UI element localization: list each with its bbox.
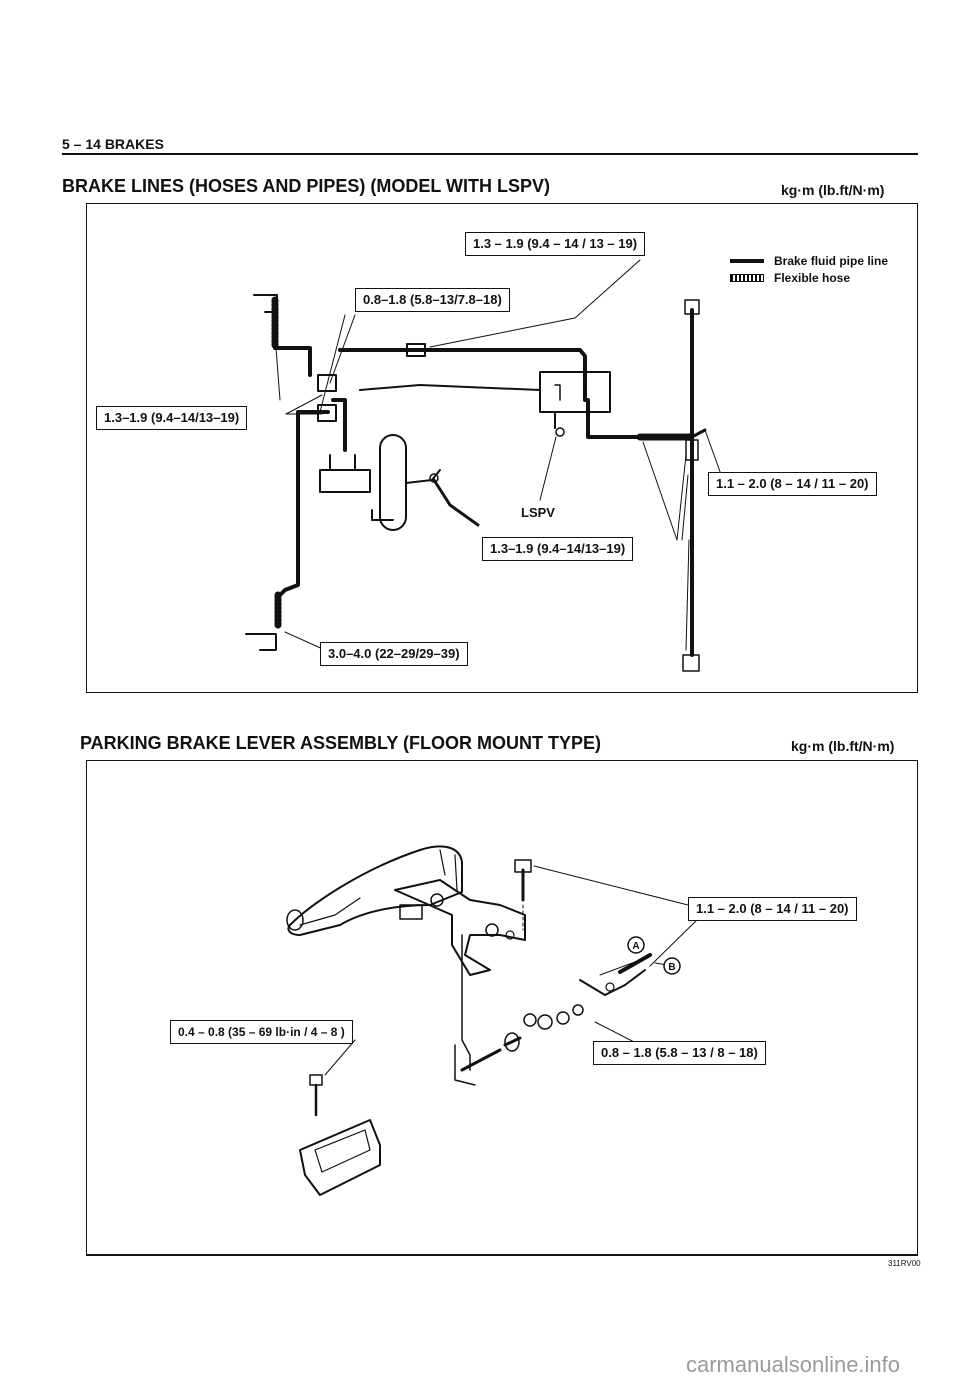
legend-pipe-label: Brake fluid pipe line	[774, 254, 889, 268]
legend-hose: Flexible hose	[730, 271, 850, 285]
legend-hose-label: Flexible hose	[774, 271, 851, 285]
page-header: 5 – 14 BRAKES	[62, 136, 164, 152]
watermark: carmanualsonline.info	[686, 1352, 901, 1377]
figure-code: 311RV00	[888, 1259, 921, 1268]
torque-callout-lower: 0.8 – 1.8 (5.8 – 13 / 8 – 18)	[593, 1041, 766, 1065]
unit-label-brake-lines: kg·m (lb.ft/N·m)	[781, 182, 885, 198]
header-rule	[62, 153, 918, 155]
brake-lines-diagram-frame	[86, 203, 918, 693]
section-title-brake-lines: BRAKE LINES (HOSES AND PIPES) (MODEL WIT…	[62, 176, 551, 196]
torque-callout-top: 1.3 – 1.9 (9.4 – 14 / 13 – 19)	[465, 232, 646, 256]
torque-callout-left-plate: 0.4 – 0.8 (35 – 69 lb·in / 4 – 8 )	[170, 1020, 353, 1044]
bottom-rule	[86, 1254, 918, 1256]
torque-callout-upper: 1.1 – 2.0 (8 – 14 / 11 – 20)	[688, 897, 857, 921]
torque-callout-left: 1.3–1.9 (9.4–14/13–19)	[96, 406, 248, 430]
unit-label-parking-brake: kg·m (lb.ft/N·m)	[791, 738, 895, 754]
torque-callout-right: 1.1 – 2.0 (8 – 14 / 11 – 20)	[708, 472, 877, 496]
marker-b: B	[668, 962, 675, 973]
flexible-hose-swatch	[730, 274, 764, 282]
marker-a: A	[632, 941, 639, 952]
lspv-label: LSPV	[521, 505, 555, 520]
torque-callout-lspv: 1.3–1.9 (9.4–14/13–19)	[482, 537, 634, 561]
pipe-line-swatch	[730, 259, 764, 263]
torque-callout-bottom: 3.0–4.0 (22–29/29–39)	[320, 642, 468, 666]
section-title-parking-brake: PARKING BRAKE LEVER ASSEMBLY (FLOOR MOUN…	[80, 733, 602, 753]
torque-callout-mid: 0.8–1.8 (5.8–13/7.8–18)	[355, 288, 510, 312]
legend-pipe: Brake fluid pipe line	[730, 254, 888, 268]
